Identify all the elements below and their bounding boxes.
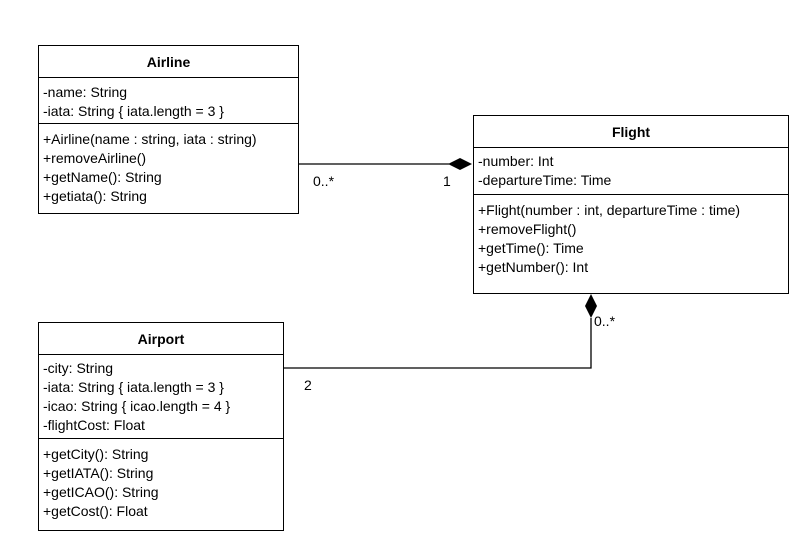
- airport-attribute: -icao: String { icao.length = 4 }: [43, 398, 231, 414]
- flight-end-multiplicity-airline: 1: [443, 173, 451, 189]
- flight-operation: +removeFlight(): [478, 221, 577, 237]
- airline-class[interactable]: Airline -name: String -iata: String { ia…: [38, 45, 299, 214]
- airline-attribute: -iata: String { iata.length = 3 }: [43, 103, 224, 119]
- airline-class-name: Airline: [39, 46, 298, 78]
- flight-composition-diamond-airline: [448, 158, 472, 170]
- airport-flight-association-line: [284, 318, 592, 369]
- airport-operation: +getCost(): Float: [43, 503, 148, 519]
- flight-composition-diamond-airport: [585, 294, 597, 318]
- airline-operation: +removeAirline(): [43, 150, 147, 166]
- flight-operations: +Flight(number : int, departureTime : ti…: [474, 195, 788, 277]
- airline-operation: +getiata(): String: [43, 188, 147, 204]
- flight-operation: +getNumber(): Int: [478, 259, 589, 275]
- flight-class-name: Flight: [474, 116, 788, 148]
- flight-attribute: -departureTime: Time: [478, 172, 612, 188]
- airport-attribute: -flightCost: Float: [43, 417, 145, 433]
- airport-end-multiplicity: 2: [304, 377, 312, 393]
- airport-operations: +getCity(): String +getIATA(): String +g…: [39, 439, 283, 521]
- airline-operation: +getName(): String: [43, 169, 162, 185]
- flight-class[interactable]: Flight -number: Int -departureTime: Time…: [473, 115, 789, 294]
- flight-end-multiplicity-airport: 0..*: [594, 313, 616, 329]
- airport-operation: +getIATA(): String: [43, 465, 154, 481]
- airport-class-name: Airport: [39, 323, 283, 355]
- flight-attributes: -number: Int -departureTime: Time: [474, 148, 788, 195]
- airport-attribute: -city: String: [43, 360, 114, 376]
- flight-operation: +getTime(): Time: [478, 240, 584, 256]
- airport-operation: +getICAO(): String: [43, 484, 159, 500]
- airline-end-multiplicity: 0..*: [313, 173, 335, 189]
- airline-attribute: -name: String: [43, 84, 128, 100]
- airport-operation: +getCity(): String: [43, 446, 149, 462]
- flight-operation: +Flight(number : int, departureTime : ti…: [478, 202, 741, 218]
- airline-operation: +Airline(name : string, iata : string): [43, 131, 257, 147]
- airline-operations: +Airline(name : string, iata : string) +…: [39, 124, 298, 206]
- airport-attributes: -city: String -iata: String { iata.lengt…: [39, 355, 283, 439]
- airport-class[interactable]: Airport -city: String -iata: String { ia…: [38, 322, 284, 531]
- flight-attribute: -number: Int: [478, 153, 554, 169]
- airline-attributes: -name: String -iata: String { iata.lengt…: [39, 78, 298, 124]
- airport-attribute: -iata: String { iata.length = 3 }: [43, 379, 224, 395]
